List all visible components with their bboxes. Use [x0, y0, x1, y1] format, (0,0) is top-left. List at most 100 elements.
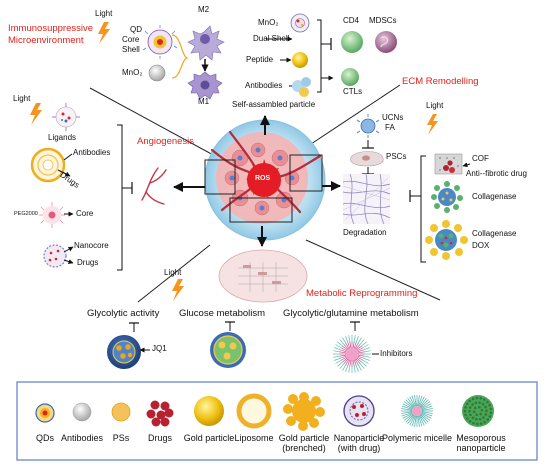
m2-macrophage-icon	[187, 25, 225, 61]
liposome-drug-particle-icon	[30, 147, 66, 183]
zoom-box	[204, 159, 236, 195]
collagenase-dox-particle-icon	[425, 220, 468, 260]
cof-label: COF	[472, 154, 489, 163]
cd4-label: CD4	[343, 16, 360, 25]
glucose-particle-icon	[210, 332, 246, 368]
pscs-cell-icon	[350, 151, 384, 167]
peg-label: PEG2000	[14, 211, 38, 217]
arrow	[63, 259, 74, 264]
bracket	[420, 155, 426, 263]
divider-line	[137, 244, 211, 303]
zoom-box	[289, 154, 323, 192]
peptide-label: Peptide	[246, 55, 274, 64]
nanocore-label: Nanocore	[74, 241, 109, 250]
divider-line	[89, 87, 229, 164]
ucns-particle-icon	[356, 114, 380, 138]
dual-shell-label: Dual Shell	[253, 34, 290, 43]
legend-polymeric-micelle-icon	[401, 395, 433, 427]
legend-gold-brenched-icon	[283, 392, 325, 431]
glycolytic-label: Glycolytic activity	[87, 308, 160, 319]
qd-label: QD	[130, 25, 142, 34]
mno2-dual-label: MnO₂	[258, 18, 279, 27]
legend-label: Nanoparticle (with drug)	[333, 433, 385, 453]
anti-fibrotic-label: Anti--fibrotic drug	[466, 169, 527, 178]
immuno-light-label: Light	[95, 9, 113, 18]
ecm-light-label: Light	[426, 101, 444, 110]
collagen-fibers-icon	[342, 173, 391, 225]
bracket	[117, 124, 123, 271]
core-angio-label: Core	[76, 209, 94, 218]
divider-line	[305, 239, 441, 301]
legend-label: Polymeric micelle	[382, 433, 453, 443]
inhibitors-micelle-icon	[333, 335, 371, 373]
legend-label: Drugs	[147, 433, 172, 443]
arrow	[63, 153, 73, 161]
mno2-label: MnO₂	[122, 68, 143, 77]
peptide-particle-icon	[292, 52, 308, 68]
ecm-title: ECM Remodelling	[402, 76, 479, 87]
core-label: Core	[122, 35, 140, 44]
light-bolt-icon	[172, 279, 184, 301]
antibodies-angio-label: Antibodies	[73, 148, 111, 157]
m2-label: M2	[198, 5, 210, 14]
bracket	[171, 34, 189, 79]
ctls-label: CTLs	[343, 87, 363, 96]
peg-core-particle-icon	[39, 202, 65, 228]
collagenase-label: Collagenase	[472, 192, 517, 201]
glucose-label: Glucose metabolism	[179, 308, 266, 319]
legend-pss-icon	[111, 402, 131, 422]
zoom-box	[229, 197, 293, 223]
legend-gold-particle-icon	[194, 396, 224, 426]
light-bolt-icon	[30, 103, 42, 125]
bracket	[317, 19, 322, 93]
dual-shell-particle-icon	[290, 13, 310, 33]
dox-label: DOX	[472, 241, 490, 250]
cof-particle-icon	[434, 153, 463, 175]
ctls-cell-icon	[341, 68, 359, 86]
arrow	[63, 246, 74, 253]
divider-line	[301, 84, 401, 151]
qd-particle-icon	[142, 25, 178, 59]
angio-title: Angiogenesis	[137, 136, 195, 147]
blood-vessel-icon	[141, 167, 167, 205]
ros-label: ROS	[255, 175, 271, 182]
immuno-title-line2: Microenvironment	[8, 35, 84, 46]
legend-liposome-icon	[236, 393, 272, 429]
ligands-particle-icon	[52, 103, 80, 131]
cd4-cell-icon	[341, 31, 363, 53]
m1-label: M1	[198, 97, 210, 106]
legend-antibodies-icon	[72, 402, 92, 422]
tumor-center	[204, 119, 326, 241]
legend-box	[16, 381, 538, 461]
inhibitors-label: Inhibitors	[380, 349, 413, 358]
ligands-label: Ligands	[48, 133, 77, 142]
antibodies-particle-icon	[292, 77, 311, 97]
m1-macrophage-icon	[187, 71, 223, 100]
arrow	[57, 169, 71, 177]
legend-nanoparticle-drug-icon	[343, 395, 375, 427]
mdscs-label: MDSCs	[369, 16, 397, 25]
nanocore-particle-icon	[43, 244, 67, 268]
light-bolt-icon	[427, 114, 438, 135]
pscs-label: PSCs	[386, 152, 407, 161]
legend-label: Gold particle	[183, 433, 235, 443]
legend-label: Mesoporous nanoparticle	[456, 433, 506, 453]
mno2-particle-icon	[148, 64, 166, 82]
drugs2-label: Drugs	[77, 258, 99, 267]
angio-light-label: Light	[13, 94, 31, 103]
legend-label: QDs	[36, 433, 54, 443]
shell-label: Shell	[122, 45, 140, 54]
legend-label: Antibodies	[60, 433, 104, 443]
legend-label: PSs	[112, 433, 130, 443]
immuno-title-line1: Immunosuppressive	[8, 23, 94, 34]
ucns-label: UCNs	[382, 113, 404, 122]
degradation-label: Degradation	[343, 228, 387, 237]
legend-mesoporous-icon	[462, 395, 494, 427]
glutamine-label: Glycolytic/glutamine metabolism	[283, 308, 419, 319]
antibodies-label: Antibodies	[245, 81, 283, 90]
jq1-particle-icon	[107, 335, 141, 369]
fa-label: FA	[385, 123, 395, 132]
jq1-label: JQ1	[152, 344, 167, 353]
